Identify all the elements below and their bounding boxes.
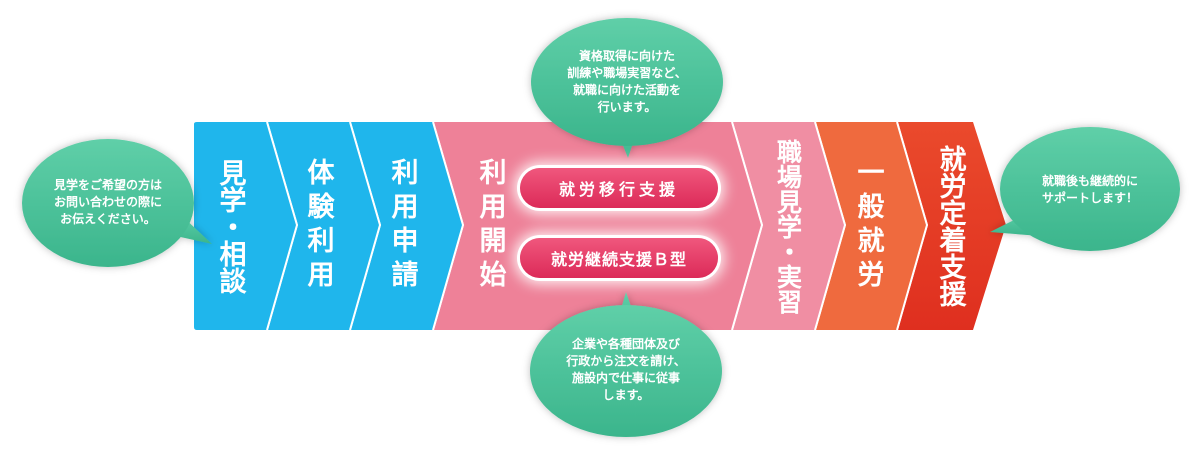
step-shape-7 — [898, 122, 1006, 330]
bubble-top-text: 資格取得に向けた 訓練や職場実習など、 就職に向けた活動を 行います。 — [567, 49, 687, 114]
step-7-label: 就労定着支援 — [934, 145, 966, 307]
step-3-label: 利用申請 — [386, 158, 418, 294]
bubble-bottom — [530, 292, 722, 437]
bubble-right — [990, 127, 1180, 251]
step-4-label: 利用開始 — [474, 158, 506, 294]
step-separators — [266, 121, 929, 331]
step-shape-2 — [268, 122, 380, 330]
step-5-label: 職場見学・実習 — [773, 138, 803, 314]
step-shape-1 — [194, 122, 297, 330]
step-shape-5 — [733, 122, 845, 330]
service-pill-continuation-b: 就労継続支援Ｂ型 — [520, 238, 718, 278]
step-2-label: 体験利用 — [302, 158, 334, 294]
bubble-left-text: 見学をご希望の方は お問い合わせの際に お伝えください。 — [53, 177, 162, 226]
step-1-label: 見学・相談 — [214, 158, 246, 294]
bubble-top — [531, 18, 723, 158]
step-shape-6 — [816, 122, 927, 330]
bubble-left — [22, 139, 212, 267]
step-6-label: 一般就労 — [852, 158, 884, 294]
bubble-right-text: 就職後も継続的に サポートします！ — [1041, 174, 1138, 205]
service-pill-transition: 就労移行支援 — [520, 168, 718, 208]
bubble-bottom-text: 企業や各種団体及び 行政から注文を請け、 施設内で仕事に従事 します。 — [566, 337, 686, 402]
step-shape-3 — [351, 122, 463, 330]
